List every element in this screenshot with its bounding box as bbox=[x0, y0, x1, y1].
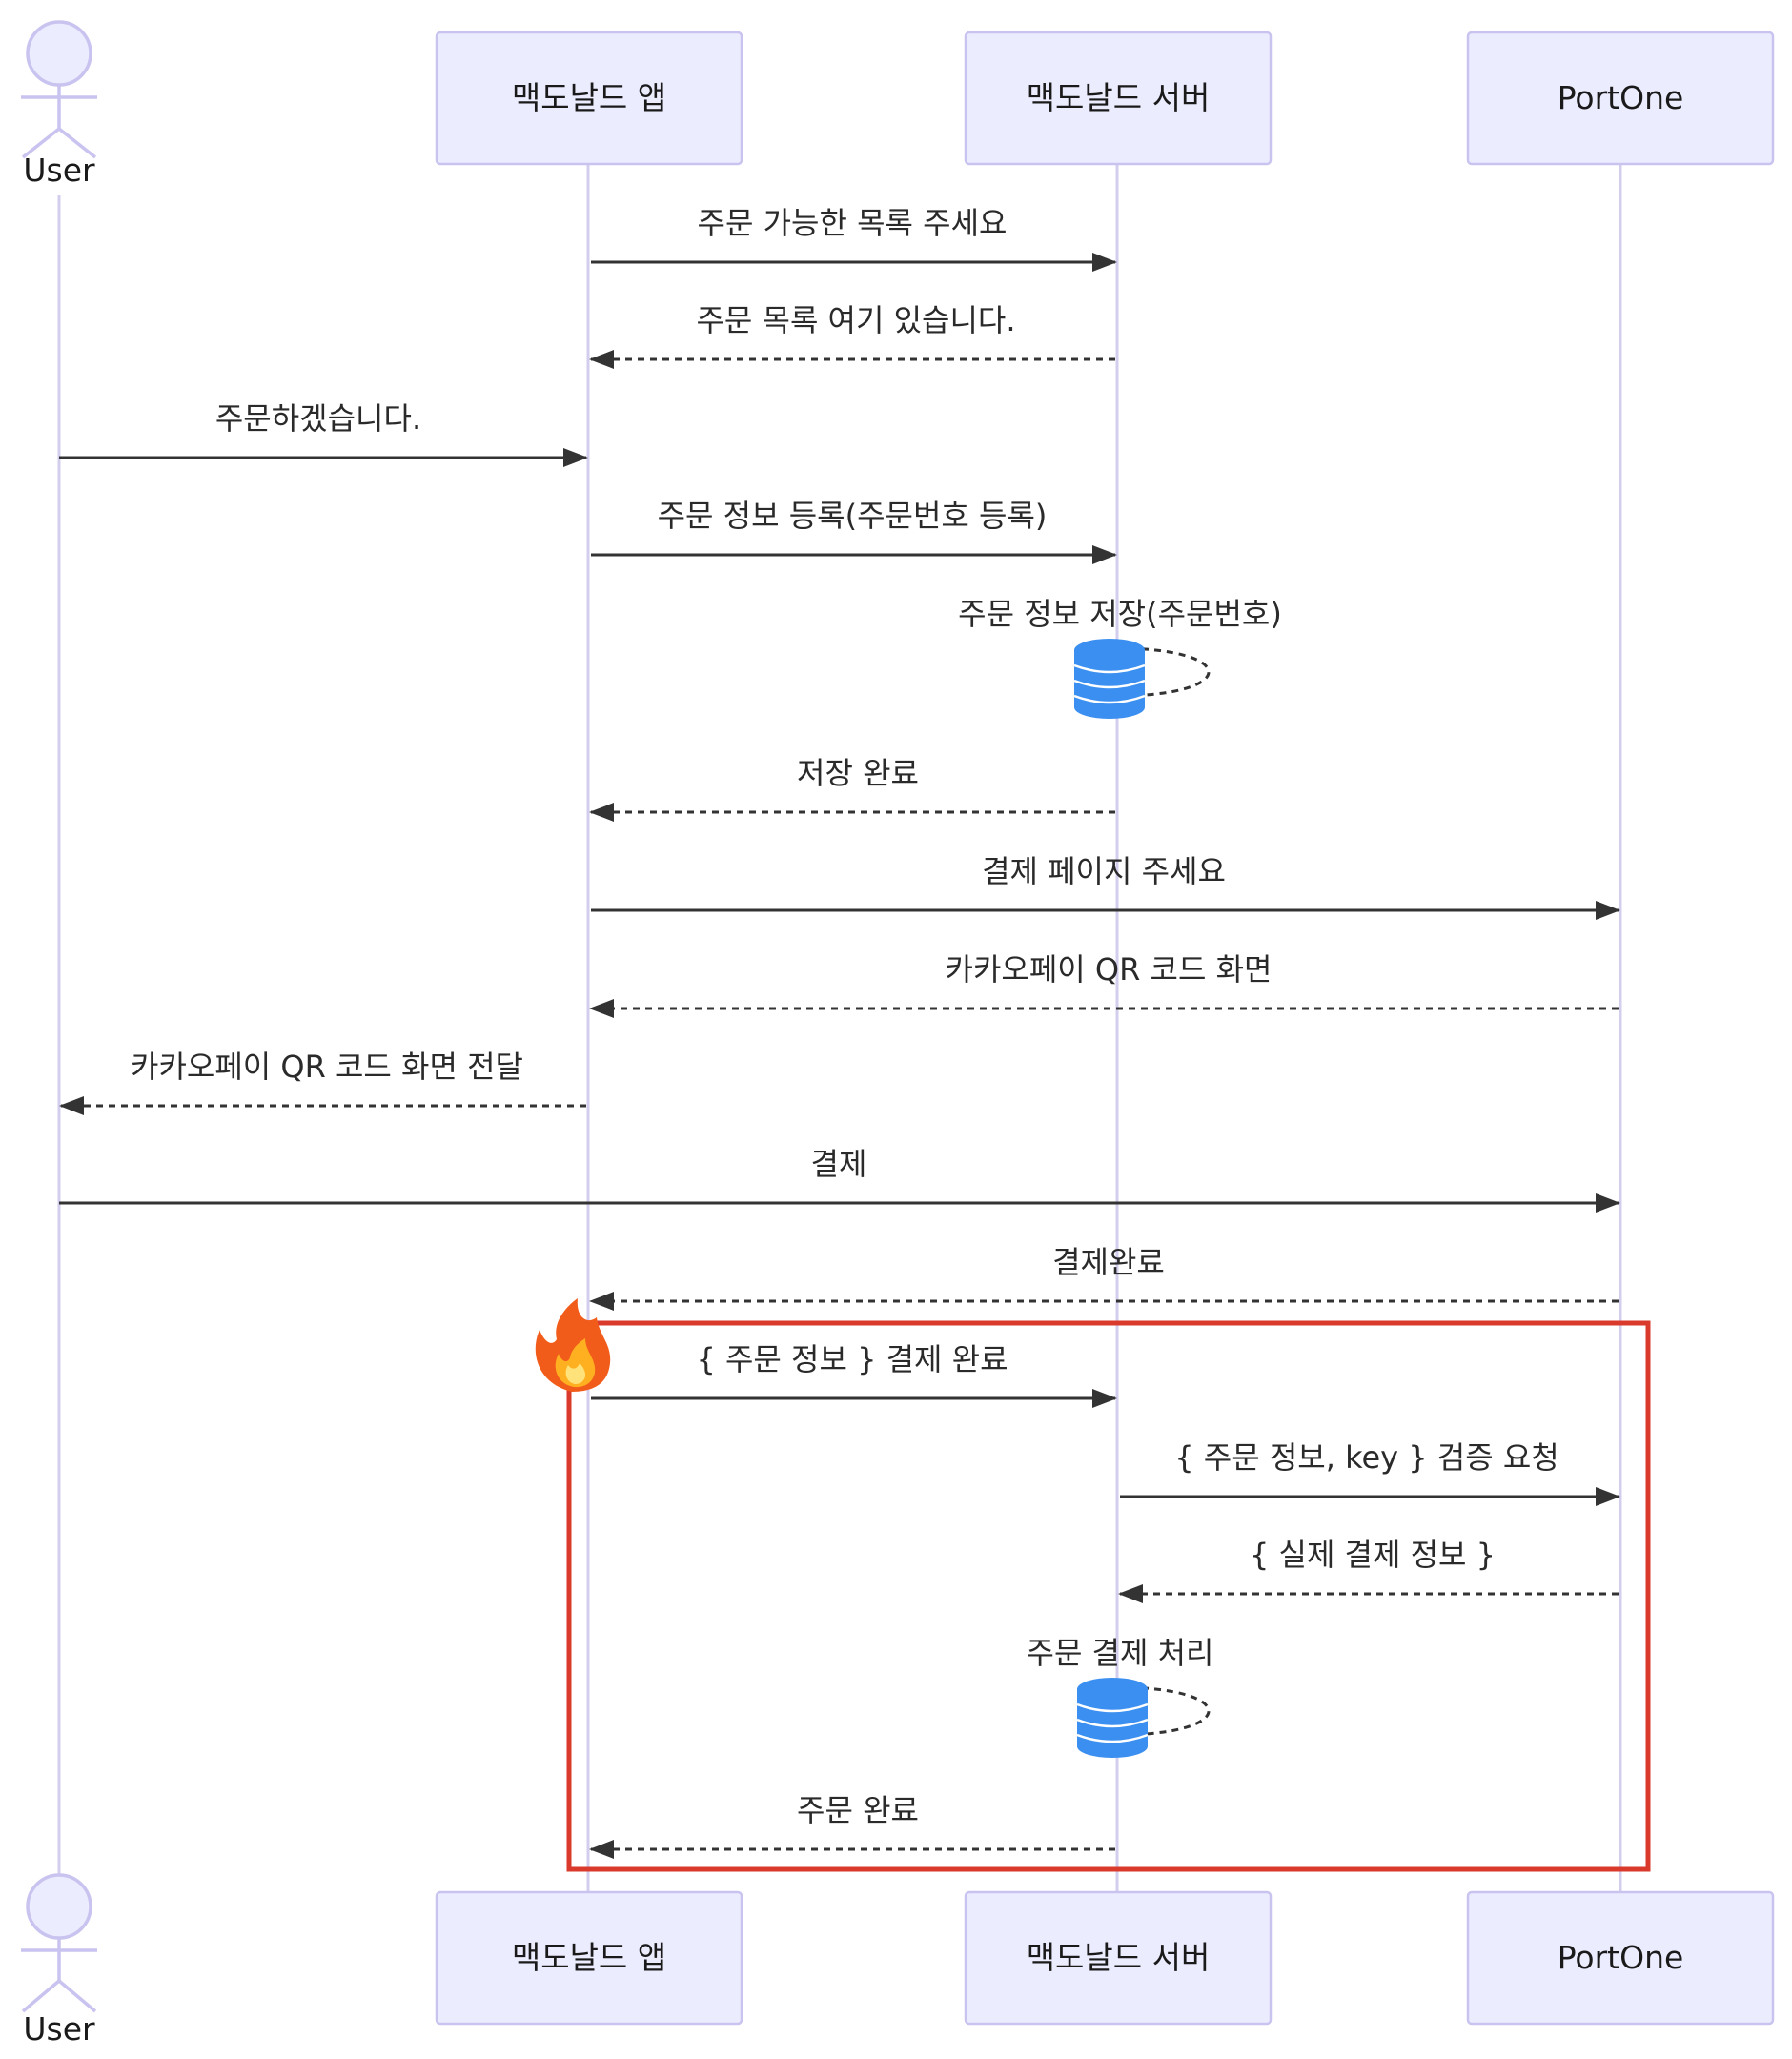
message-label: 주문 정보 저장(주문번호) bbox=[958, 596, 1282, 632]
participant-server-bottom: 맥도날드 서버 bbox=[964, 1890, 1273, 2026]
participant-app-label: 맥도날드 앱 bbox=[512, 79, 666, 116]
message-label: 주문 결제 처리 bbox=[1027, 1635, 1214, 1671]
participant-portone-label: PortOne bbox=[1558, 1939, 1684, 1976]
message-4: 주문 정보 등록(주문번호 등록) bbox=[591, 498, 1117, 564]
message-3: 주문하겠습니다. bbox=[59, 400, 588, 467]
message-label: 주문 완료 bbox=[797, 1792, 919, 1828]
participant-app-bottom: 맥도날드 앱 bbox=[435, 1890, 743, 2026]
message-9: 카카오페이 QR 코드 화면 전달 bbox=[59, 1049, 586, 1115]
fire-icon bbox=[535, 1298, 611, 1392]
message-7: 결제 페이지 주세요 bbox=[591, 853, 1620, 920]
message-8: 카카오페이 QR 코드 화면 bbox=[589, 951, 1619, 1018]
message-16: 주문 완료 bbox=[589, 1792, 1115, 1859]
highlight-box bbox=[566, 1320, 1651, 1872]
message-label: { 주문 정보 } 결제 완료 bbox=[696, 1341, 1008, 1377]
message-label: 주문 정보 등록(주문번호 등록) bbox=[658, 498, 1048, 534]
participant-app-top: 맥도날드 앱 bbox=[435, 31, 743, 166]
user-actor-bottom: User bbox=[21, 1873, 97, 2048]
message-14: { 실제 결제 정보 } bbox=[1118, 1537, 1619, 1603]
user-head-icon bbox=[26, 20, 92, 87]
participant-portone-top: PortOne bbox=[1466, 31, 1775, 166]
message-15-self: 주문 결제 처리 bbox=[1027, 1635, 1214, 1758]
message-2: 주문 목록 여기 있습니다. bbox=[589, 302, 1115, 369]
message-label: 결제완료 bbox=[1052, 1244, 1165, 1280]
message-6: 저장 완료 bbox=[589, 755, 1115, 822]
message-label: { 주문 정보, key } 검증 요청 bbox=[1174, 1439, 1558, 1476]
message-label: 저장 완료 bbox=[797, 755, 919, 791]
message-5-self: 주문 정보 저장(주문번호) bbox=[958, 596, 1282, 719]
message-label: 카카오페이 QR 코드 화면 전달 bbox=[131, 1049, 523, 1085]
user-label-bottom: User bbox=[23, 2010, 95, 2048]
message-1: 주문 가능한 목록 주세요 bbox=[591, 205, 1117, 272]
database-icon bbox=[1073, 639, 1146, 719]
message-label: 주문 목록 여기 있습니다. bbox=[696, 302, 1015, 338]
message-label: 카카오페이 QR 코드 화면 bbox=[946, 951, 1273, 988]
message-label: { 실제 결제 정보 } bbox=[1250, 1537, 1496, 1573]
message-13: { 주문 정보, key } 검증 요청 bbox=[1120, 1439, 1620, 1506]
participant-server-top: 맥도날드 서버 bbox=[964, 31, 1273, 166]
user-head-icon bbox=[26, 1873, 92, 1940]
participant-server-label: 맥도날드 서버 bbox=[1027, 1939, 1211, 1976]
message-label: 결제 페이지 주세요 bbox=[982, 853, 1226, 889]
participant-portone-label: PortOne bbox=[1558, 79, 1684, 116]
participant-server-label: 맥도날드 서버 bbox=[1027, 79, 1211, 116]
user-actor-top: User bbox=[21, 20, 97, 189]
message-10: 결제 bbox=[59, 1146, 1620, 1213]
participant-portone-bottom: PortOne bbox=[1466, 1890, 1775, 2026]
user-label-top: User bbox=[23, 152, 95, 189]
message-label: 주문하겠습니다. bbox=[215, 400, 421, 437]
database-icon bbox=[1076, 1678, 1149, 1758]
participant-app-label: 맥도날드 앱 bbox=[512, 1939, 666, 1976]
message-11: 결제완료 bbox=[589, 1244, 1619, 1311]
message-label: 결제 bbox=[811, 1146, 867, 1182]
message-label: 주문 가능한 목록 주세요 bbox=[698, 205, 1008, 241]
message-12: { 주문 정보 } 결제 완료 bbox=[591, 1341, 1117, 1408]
